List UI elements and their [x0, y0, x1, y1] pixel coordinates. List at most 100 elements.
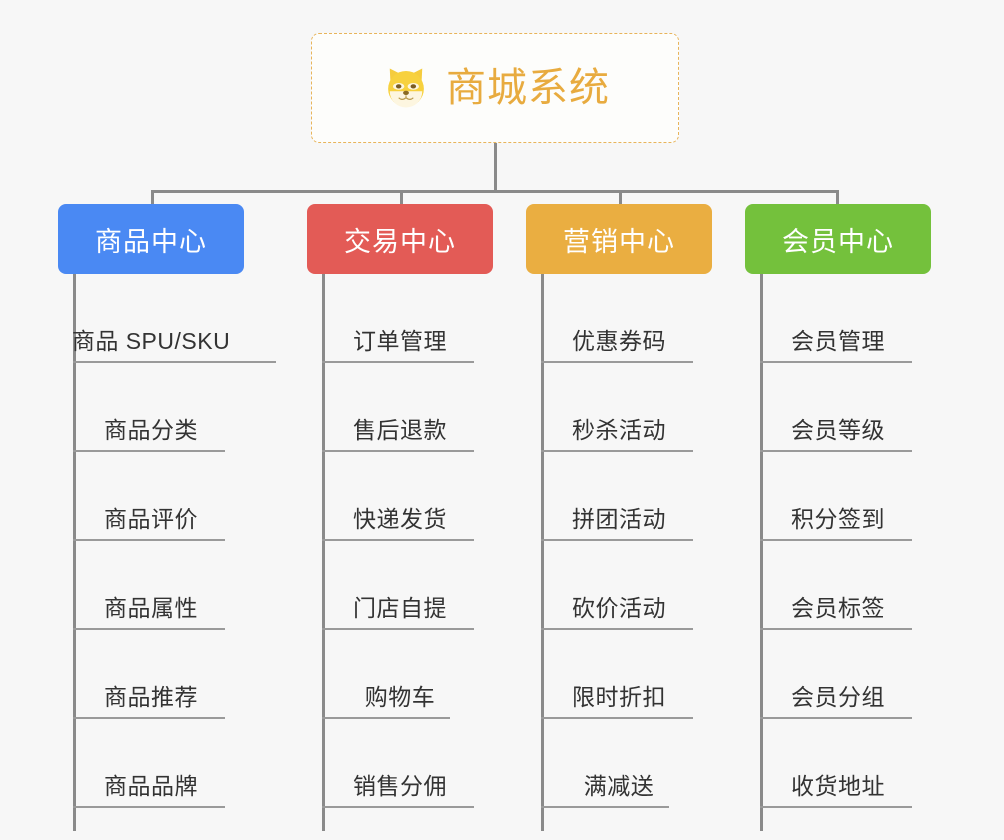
leaf-underline	[541, 539, 693, 541]
category-box-trade[interactable]: 交易中心	[307, 204, 493, 274]
list-item[interactable]: 限时折扣	[526, 630, 712, 719]
list-item[interactable]: 秒杀活动	[526, 363, 712, 452]
category-title: 交易中心	[344, 226, 456, 257]
leaf-label: 会员等级	[791, 417, 885, 443]
leaf-underline	[322, 717, 450, 719]
list-item[interactable]: 销售分佣	[307, 719, 493, 808]
leaf-label: 商品品牌	[104, 773, 198, 799]
leaf-underline	[760, 628, 912, 630]
connector-drop-3	[619, 190, 622, 208]
list-item[interactable]: 会员标签	[745, 541, 931, 630]
root-node[interactable]: 商城系统	[311, 33, 679, 143]
leaf-underline	[541, 628, 693, 630]
leaf-label: 商品评价	[104, 506, 198, 532]
list-item[interactable]: 商品 SPU/SKU	[58, 274, 276, 363]
category-column-trade: 交易中心 订单管理 售后退款 快递发货 门店自提 购物车	[307, 204, 493, 831]
connector-drop-1	[151, 190, 154, 208]
leaf-underline	[322, 628, 474, 630]
list-item[interactable]: 商品推荐	[58, 630, 244, 719]
leaf-label: 秒杀活动	[572, 417, 666, 443]
list-item[interactable]: 满减送	[526, 719, 712, 808]
connector-bus-bar	[151, 190, 839, 193]
leaf-underline	[322, 539, 474, 541]
list-item[interactable]: 订单管理	[307, 274, 493, 363]
list-item[interactable]: 商品评价	[58, 452, 244, 541]
leaf-label: 积分签到	[791, 506, 885, 532]
leaf-underline	[73, 717, 225, 719]
shiba-dog-face-icon	[380, 62, 432, 114]
leaf-underline	[73, 628, 225, 630]
category-title: 会员中心	[782, 226, 894, 257]
leaf-underline	[73, 539, 225, 541]
connector-spine	[541, 274, 544, 831]
leaf-underline	[760, 806, 912, 808]
leaf-label: 商品 SPU/SKU	[71, 328, 231, 354]
leaf-label: 优惠券码	[572, 328, 666, 354]
leaf-label: 会员分组	[791, 684, 885, 710]
leaf-underline	[541, 717, 693, 719]
leaf-label: 限时折扣	[572, 684, 666, 710]
leaf-label: 门店自提	[353, 595, 447, 621]
root-title: 商城系统	[446, 66, 610, 110]
leaf-underline	[541, 361, 693, 363]
leaf-underline	[760, 361, 912, 363]
leaf-label: 快递发货	[353, 506, 447, 532]
list-item[interactable]: 门店自提	[307, 541, 493, 630]
category-title: 营销中心	[563, 226, 675, 257]
leaf-underline	[73, 806, 225, 808]
leaf-label: 收货地址	[791, 773, 885, 799]
category-box-marketing[interactable]: 营销中心	[526, 204, 712, 274]
list-item[interactable]: 商品属性	[58, 541, 244, 630]
leaf-underline	[541, 806, 669, 808]
leaf-label: 拼团活动	[572, 506, 666, 532]
connector-drop-2	[400, 190, 403, 208]
list-item[interactable]: 积分签到	[745, 452, 931, 541]
connector-spine	[760, 274, 763, 831]
category-column-member: 会员中心 会员管理 会员等级 积分签到 会员标签 会员分组	[745, 204, 931, 831]
leaf-list-member: 会员管理 会员等级 积分签到 会员标签 会员分组 收货地址	[745, 274, 931, 831]
leaf-underline	[760, 717, 912, 719]
list-item[interactable]: 收货地址	[745, 719, 931, 808]
leaf-underline	[73, 450, 225, 452]
list-item[interactable]: 会员管理	[745, 274, 931, 363]
list-item[interactable]: 拼团活动	[526, 452, 712, 541]
leaf-underline	[541, 450, 693, 452]
leaf-list-product: 商品 SPU/SKU 商品分类 商品评价 商品属性 商品推荐 商品品牌	[58, 274, 276, 831]
leaf-underline	[322, 450, 474, 452]
leaf-label: 售后退款	[353, 417, 447, 443]
connector-root-stem	[494, 143, 497, 193]
leaf-list-trade: 订单管理 售后退款 快递发货 门店自提 购物车 销售分佣	[307, 274, 493, 831]
leaf-list-marketing: 优惠券码 秒杀活动 拼团活动 砍价活动 限时折扣 满减送	[526, 274, 712, 831]
list-item[interactable]: 商品分类	[58, 363, 244, 452]
list-item[interactable]: 砍价活动	[526, 541, 712, 630]
category-title: 商品中心	[95, 226, 207, 257]
category-box-member[interactable]: 会员中心	[745, 204, 931, 274]
list-item[interactable]: 商品品牌	[58, 719, 244, 808]
leaf-underline	[73, 361, 276, 363]
leaf-label: 商品分类	[104, 417, 198, 443]
leaf-underline	[760, 539, 912, 541]
leaf-label: 砍价活动	[572, 595, 666, 621]
category-column-marketing: 营销中心 优惠券码 秒杀活动 拼团活动 砍价活动 限时折扣	[526, 204, 712, 831]
leaf-label: 满减送	[583, 773, 655, 799]
leaf-label: 商品推荐	[104, 684, 198, 710]
leaf-label: 会员管理	[791, 328, 885, 354]
list-item[interactable]: 优惠券码	[526, 274, 712, 363]
connector-drop-4	[836, 190, 839, 208]
leaf-underline	[322, 806, 474, 808]
list-item[interactable]: 购物车	[307, 630, 493, 719]
connector-spine	[73, 274, 76, 831]
leaf-underline	[760, 450, 912, 452]
list-item[interactable]: 售后退款	[307, 363, 493, 452]
leaf-label: 购物车	[364, 684, 436, 710]
leaf-label: 销售分佣	[353, 773, 447, 799]
category-box-product[interactable]: 商品中心	[58, 204, 244, 274]
list-item[interactable]: 会员分组	[745, 630, 931, 719]
category-column-product: 商品中心 商品 SPU/SKU 商品分类 商品评价 商品属性 商品推荐	[58, 204, 276, 831]
leaf-label: 商品属性	[104, 595, 198, 621]
list-item[interactable]: 快递发货	[307, 452, 493, 541]
list-item[interactable]: 会员等级	[745, 363, 931, 452]
leaf-label: 订单管理	[353, 328, 447, 354]
leaf-underline	[322, 361, 474, 363]
